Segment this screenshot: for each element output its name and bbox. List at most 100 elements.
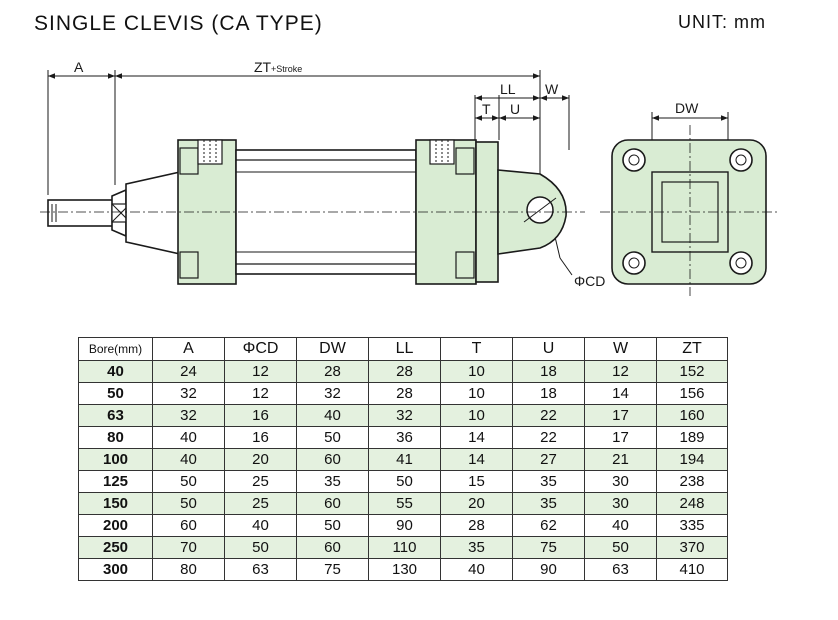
cell-u: 22 bbox=[512, 404, 585, 427]
cell-dw: 50 bbox=[296, 514, 369, 537]
cylinder-side-view bbox=[47, 139, 567, 285]
cell-bore: 200 bbox=[78, 514, 153, 537]
cell-t: 10 bbox=[440, 360, 513, 383]
dim-label-u: U bbox=[510, 101, 520, 117]
cell-ll: 50 bbox=[368, 470, 441, 493]
cell-cd: 40 bbox=[224, 514, 297, 537]
col-header-u: U bbox=[512, 337, 585, 361]
cell-w: 21 bbox=[584, 448, 657, 471]
col-header-bore: Bore(mm) bbox=[78, 337, 153, 361]
cell-cd: 25 bbox=[224, 470, 297, 493]
cell-w: 50 bbox=[584, 536, 657, 559]
cell-bore: 100 bbox=[78, 448, 153, 471]
cell-ll: 28 bbox=[368, 360, 441, 383]
cell-a: 50 bbox=[152, 492, 225, 515]
dim-label-dw: DW bbox=[675, 100, 699, 116]
cell-dw: 35 bbox=[296, 470, 369, 493]
cell-a: 24 bbox=[152, 360, 225, 383]
cell-t: 35 bbox=[440, 536, 513, 559]
cell-a: 40 bbox=[152, 448, 225, 471]
cell-u: 22 bbox=[512, 426, 585, 449]
cell-t: 20 bbox=[440, 492, 513, 515]
cell-w: 40 bbox=[584, 514, 657, 537]
cell-bore: 63 bbox=[78, 404, 153, 427]
cell-zt: 335 bbox=[656, 514, 728, 537]
cell-a: 80 bbox=[152, 558, 225, 581]
cell-dw: 60 bbox=[296, 536, 369, 559]
cell-ll: 110 bbox=[368, 536, 441, 559]
dim-label-stroke: +Stroke bbox=[271, 64, 302, 74]
cell-zt: 238 bbox=[656, 470, 728, 493]
cell-a: 60 bbox=[152, 514, 225, 537]
dim-label-a: A bbox=[74, 59, 84, 75]
cell-t: 14 bbox=[440, 426, 513, 449]
cell-bore: 150 bbox=[78, 492, 153, 515]
col-header-dw: DW bbox=[296, 337, 369, 361]
col-header-w: W bbox=[584, 337, 657, 361]
cell-t: 10 bbox=[440, 404, 513, 427]
cell-dw: 50 bbox=[296, 426, 369, 449]
dim-label-cd: ΦCD bbox=[574, 273, 605, 289]
cell-dw: 40 bbox=[296, 404, 369, 427]
cell-a: 50 bbox=[152, 470, 225, 493]
cell-dw: 28 bbox=[296, 360, 369, 383]
cell-dw: 60 bbox=[296, 448, 369, 471]
cell-a: 32 bbox=[152, 382, 225, 405]
col-header-ll: LL bbox=[368, 337, 441, 361]
cell-w: 63 bbox=[584, 558, 657, 581]
cell-cd: 16 bbox=[224, 426, 297, 449]
col-header-a: A bbox=[152, 337, 225, 361]
cell-ll: 130 bbox=[368, 558, 441, 581]
cell-ll: 90 bbox=[368, 514, 441, 537]
cell-cd: 50 bbox=[224, 536, 297, 559]
cell-a: 40 bbox=[152, 426, 225, 449]
dim-label-w: W bbox=[545, 81, 559, 97]
cell-zt: 156 bbox=[656, 382, 728, 405]
cell-u: 35 bbox=[512, 470, 585, 493]
cell-dw: 75 bbox=[296, 558, 369, 581]
cell-zt: 160 bbox=[656, 404, 728, 427]
dim-label-t: T bbox=[482, 101, 491, 117]
cell-zt: 370 bbox=[656, 536, 728, 559]
cell-bore: 250 bbox=[78, 536, 153, 559]
cell-bore: 80 bbox=[78, 426, 153, 449]
cell-bore: 125 bbox=[78, 470, 153, 493]
cell-u: 75 bbox=[512, 536, 585, 559]
cell-u: 62 bbox=[512, 514, 585, 537]
cell-ll: 36 bbox=[368, 426, 441, 449]
col-header-zt: ZT bbox=[656, 337, 728, 361]
table-header-row: Bore(mm) A ΦCD DW LL T U W ZT bbox=[78, 337, 728, 361]
cell-zt: 248 bbox=[656, 492, 728, 515]
cell-dw: 60 bbox=[296, 492, 369, 515]
cell-t: 10 bbox=[440, 382, 513, 405]
cell-ll: 28 bbox=[368, 382, 441, 405]
cell-cd: 12 bbox=[224, 360, 297, 383]
unit-label: UNIT: mm bbox=[678, 12, 766, 32]
cell-cd: 63 bbox=[224, 558, 297, 581]
cell-zt: 410 bbox=[656, 558, 728, 581]
cell-w: 12 bbox=[584, 360, 657, 383]
cell-t: 14 bbox=[440, 448, 513, 471]
cell-t: 15 bbox=[440, 470, 513, 493]
cell-u: 18 bbox=[512, 382, 585, 405]
cell-w: 17 bbox=[584, 426, 657, 449]
cell-ll: 32 bbox=[368, 404, 441, 427]
cell-cd: 16 bbox=[224, 404, 297, 427]
cell-w: 14 bbox=[584, 382, 657, 405]
end-view-center-lines bbox=[600, 125, 780, 296]
cylinder-end-view bbox=[611, 139, 767, 285]
cell-cd: 20 bbox=[224, 448, 297, 471]
cell-u: 27 bbox=[512, 448, 585, 471]
clevis-drawing: A ZT +Stroke LL W T U DW ΦCD bbox=[40, 59, 780, 296]
cell-zt: 189 bbox=[656, 426, 728, 449]
